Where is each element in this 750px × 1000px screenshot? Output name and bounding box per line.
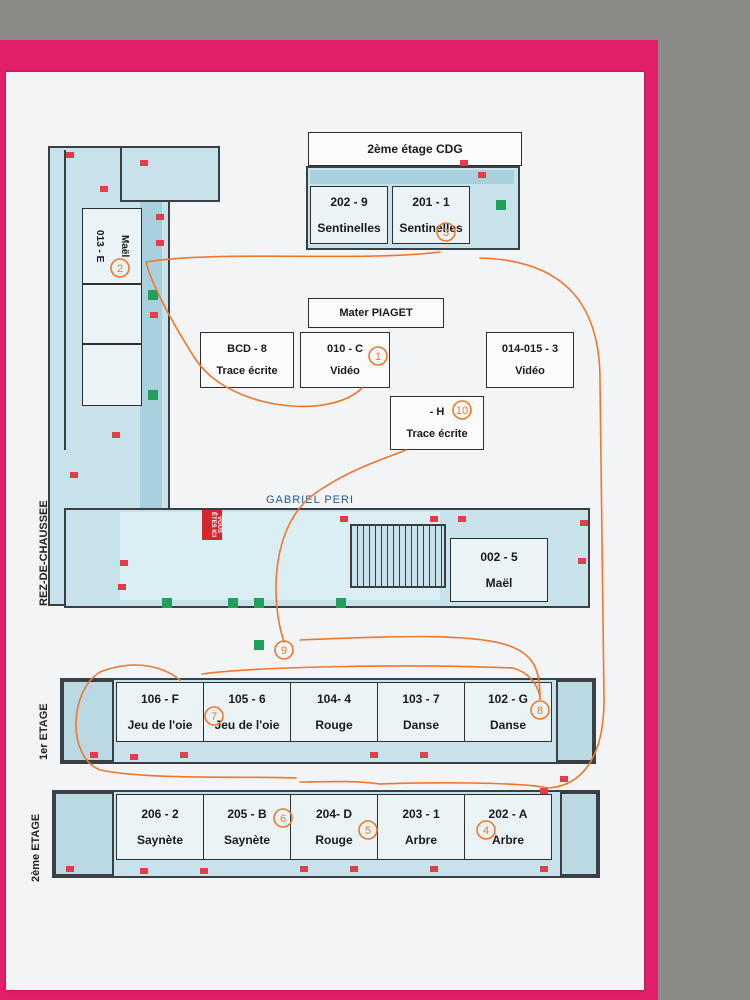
fire-alarm-icon bbox=[66, 152, 74, 158]
fire-alarm-icon bbox=[180, 752, 188, 758]
fire-alarm-icon bbox=[560, 776, 568, 782]
cdg-room-201-1[interactable]: 201 - 1 Sentinelles bbox=[392, 186, 470, 244]
cdg-room-202-9[interactable]: 202 - 9 Sentinelles bbox=[310, 186, 388, 244]
fire-alarm-icon bbox=[112, 432, 120, 438]
rdc-room-002-5[interactable]: 002 - 5 Maël bbox=[450, 538, 548, 602]
fire-alarm-icon bbox=[118, 584, 126, 590]
fire-alarm-icon bbox=[460, 160, 468, 166]
rdc-room-accueil-1 bbox=[82, 284, 142, 344]
fire-alarm-icon bbox=[90, 752, 98, 758]
fire-alarm-icon bbox=[70, 472, 78, 478]
fire-alarm-icon bbox=[100, 186, 108, 192]
exit-sign-icon bbox=[162, 598, 172, 608]
street-label: GABRIEL PERI bbox=[266, 494, 355, 506]
exit-sign-icon bbox=[254, 598, 264, 608]
rdc-staircase bbox=[350, 524, 446, 588]
fire-alarm-icon bbox=[458, 516, 466, 522]
box-bcd-8[interactable]: BCD - 8 Trace écrite bbox=[200, 332, 294, 388]
rdc-room-accueil-2 bbox=[82, 344, 142, 406]
fire-alarm-icon bbox=[130, 754, 138, 760]
exit-sign-icon bbox=[148, 390, 158, 400]
box-010-c[interactable]: 010 - C Vidéo bbox=[300, 332, 390, 388]
box-014-015-3[interactable]: 014-015 - 3 Vidéo bbox=[486, 332, 574, 388]
rdc-label: REZ-DE-CHAUSSEE bbox=[38, 500, 50, 606]
fire-alarm-icon bbox=[66, 866, 74, 872]
fire-alarm-icon bbox=[580, 520, 588, 526]
rdc-wing-wall bbox=[64, 150, 66, 450]
rdc-wing-top-stairs bbox=[120, 146, 220, 202]
cdg-title: 2ème étage CDG bbox=[308, 132, 522, 166]
rdc-wing-corridor bbox=[140, 150, 162, 510]
etage2-stairs-right bbox=[560, 792, 598, 876]
fire-alarm-icon bbox=[350, 866, 358, 872]
fire-alarm-icon bbox=[200, 868, 208, 874]
fire-alarm-icon bbox=[578, 558, 586, 564]
fire-alarm-icon bbox=[420, 752, 428, 758]
fire-alarm-icon bbox=[340, 516, 348, 522]
etage1-stairs-right bbox=[556, 680, 594, 762]
fire-alarm-icon bbox=[140, 160, 148, 166]
fire-alarm-icon bbox=[370, 752, 378, 758]
vous-etes-ici-marker: VOUS ÊTES ICI bbox=[202, 510, 222, 540]
exit-sign-icon bbox=[254, 640, 264, 650]
fire-alarm-icon bbox=[150, 312, 158, 318]
fire-alarm-icon bbox=[478, 172, 486, 178]
fire-alarm-icon bbox=[540, 866, 548, 872]
etage1-stairs-left bbox=[62, 680, 114, 762]
mater-piaget-title: Mater PIAGET bbox=[308, 298, 444, 328]
fire-alarm-icon bbox=[430, 516, 438, 522]
fire-alarm-icon bbox=[120, 560, 128, 566]
box-h[interactable]: - H Trace écrite bbox=[390, 396, 484, 450]
exit-sign-icon bbox=[336, 598, 346, 608]
fire-alarm-icon bbox=[430, 866, 438, 872]
cdg-corridor bbox=[310, 170, 514, 184]
fire-alarm-icon bbox=[540, 788, 548, 794]
fire-alarm-icon bbox=[156, 214, 164, 220]
fire-alarm-icon bbox=[156, 240, 164, 246]
etage1-label: 1er ETAGE bbox=[38, 703, 50, 760]
rdc-room-013-e[interactable]: 013 - E Maël bbox=[82, 208, 142, 284]
etage2-label: 2ème ETAGE bbox=[30, 813, 42, 882]
etage2-stairs-left bbox=[54, 792, 114, 876]
fire-alarm-icon bbox=[300, 866, 308, 872]
exit-sign-icon bbox=[228, 598, 238, 608]
exit-sign-icon bbox=[148, 290, 158, 300]
exit-sign-icon bbox=[496, 200, 506, 210]
fire-alarm-icon bbox=[140, 868, 148, 874]
